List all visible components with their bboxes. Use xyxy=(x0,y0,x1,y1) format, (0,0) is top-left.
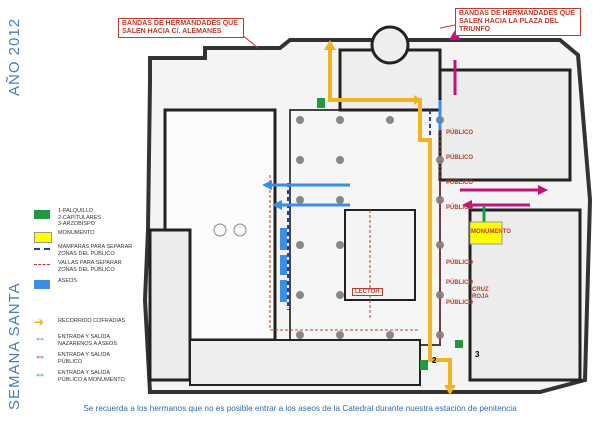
legend-row: ASEOS xyxy=(30,278,142,292)
left-wing xyxy=(148,228,192,382)
legend-row: MONUMENTO xyxy=(30,230,142,244)
legend-text: ENTRADA Y SALIDA PÚBLICO A MONUMENTO xyxy=(58,370,125,383)
public-label: PÚBLICO xyxy=(446,130,473,136)
right-wing xyxy=(438,68,572,182)
magenta-arrow-2 xyxy=(538,185,548,195)
legend-text: MONUMENTO xyxy=(58,230,95,236)
blue-arrow-1 xyxy=(262,180,272,190)
lector-label: LECTOR xyxy=(352,288,383,296)
bottom-wing xyxy=(189,339,421,386)
footer-note: Se recuerda a los hermanos que no es pos… xyxy=(83,404,517,413)
number-label: 2 xyxy=(432,356,437,365)
red-fence-1 xyxy=(269,175,420,331)
legend-text: VALLAS PARA SEPARAR ZONAS DEL PÚBLICO xyxy=(58,260,122,273)
red-dashed-icon xyxy=(34,264,50,265)
capitulares-marker xyxy=(420,360,428,370)
holy-week-title: SEMANA SANTA xyxy=(6,282,23,410)
blue-arrow-icon: ⇔ xyxy=(34,331,46,345)
legend: 1-PALQUILLO 2-CAPITULARES 3-ARZOBISPO MO… xyxy=(30,208,142,383)
public-label: PÚBLICO xyxy=(446,205,473,211)
public-label: PÚBLICO xyxy=(446,280,473,286)
yellow-arrow-mid xyxy=(414,95,422,105)
yellow-arrow-top xyxy=(324,40,336,50)
number-label: 3 xyxy=(475,350,480,359)
magenta-arrow-icon: ⇔ xyxy=(34,349,46,363)
blue-arrow-2 xyxy=(272,200,282,210)
public-label: PÚBLICO xyxy=(446,155,473,161)
palquillo-swatch xyxy=(34,210,50,219)
aseos-block-2 xyxy=(280,255,287,275)
aseos-block-3 xyxy=(280,280,287,302)
public-label: PÚBLICO xyxy=(446,180,473,186)
legend-row: ⇔ ENTRADA Y SALIDA NAZARENOS A ASEOS xyxy=(30,331,142,350)
legend-row: 1-PALQUILLO 2-CAPITULARES 3-ARZOBISPO xyxy=(30,208,142,228)
legend-row: ➔ RECORRIDO COFRADIAS xyxy=(30,315,142,332)
legend-text: 1-PALQUILLO 2-CAPITULARES 3-ARZOBISPO xyxy=(58,208,102,227)
callout-triunfo: BANDAS DE HERMANDADES QUE SALEN HACIA LA… xyxy=(455,8,581,36)
legend-text: ASEOS xyxy=(58,278,77,284)
legend-text: ENTRADA Y SALIDA PÚBLICO xyxy=(58,352,111,365)
public-label: PÚBLICO xyxy=(446,300,473,306)
cruz-roja-label: CRUZ ROJA xyxy=(472,287,489,300)
monument-swatch xyxy=(34,232,52,243)
legend-row: MAMPARAS PARA SEPARAR ZONAS DEL PÚBLICO xyxy=(30,244,142,260)
legend-text: RECORRIDO COFRADIAS xyxy=(58,318,126,324)
yellow-route xyxy=(328,48,452,385)
dome xyxy=(370,25,410,65)
monument-area xyxy=(469,221,503,245)
yellow-arrow-bottom xyxy=(444,385,456,395)
legend-text: MAMPARAS PARA SEPARAR ZONAS DEL PÚBLICO xyxy=(58,244,133,257)
monument-label: MONUMENTO xyxy=(471,229,511,235)
callout-alemanes: BANDAS DE HERMANDADES QUE SALEN HACIA C/… xyxy=(118,18,244,38)
aseos-swatch xyxy=(34,280,50,289)
green-arrow-icon: ⇔ xyxy=(34,367,46,381)
aseos-block-1 xyxy=(280,228,287,250)
legend-row: ⇔ ENTRADA Y SALIDA PÚBLICO A MONUMENTO xyxy=(30,367,142,386)
arzobispo-marker xyxy=(455,340,463,348)
year-title: AÑO 2012 xyxy=(6,17,23,96)
legend-row: ⇔ ENTRADA Y SALIDA PÚBLICO xyxy=(30,349,142,368)
yellow-arrow-icon: ➔ xyxy=(34,315,45,329)
legend-text: ENTRADA Y SALIDA NAZARENOS A ASEOS xyxy=(58,334,117,347)
legend-row: VALLAS PARA SEPARAR ZONAS DEL PÚBLICO xyxy=(30,260,142,276)
palquillo-marker xyxy=(317,98,325,108)
blue-dashed-icon xyxy=(34,248,50,250)
public-label: PÚBLICO xyxy=(446,260,473,266)
choir xyxy=(344,209,416,301)
magenta-arrow-3 xyxy=(462,200,472,210)
